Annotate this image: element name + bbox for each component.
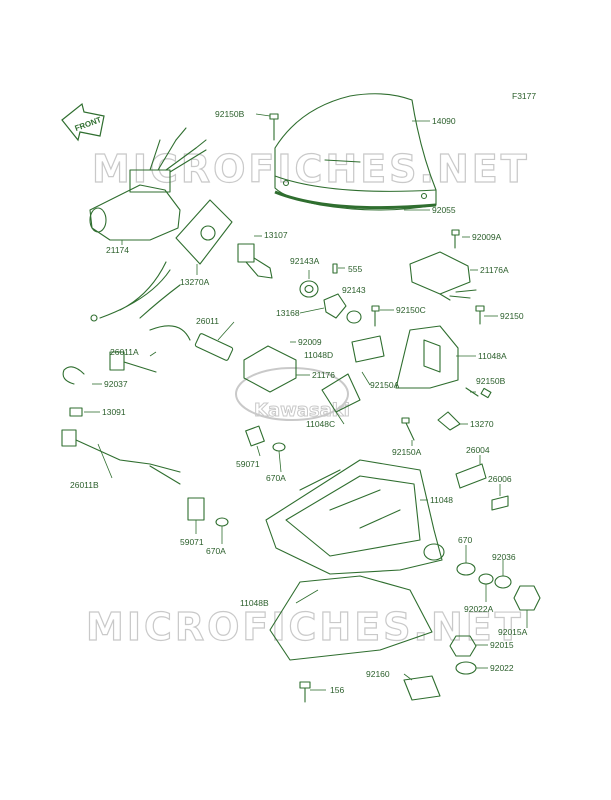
clip-13091 [69,407,83,417]
label-26006: 26006 [488,474,512,484]
bolt-92150a-low [401,417,415,441]
harness-26011b [61,429,181,485]
leader-lines [84,113,528,691]
label-59071-a: 59071 [236,459,260,469]
strap-92037 [62,366,85,385]
label-555: 555 [348,264,362,274]
label-92150c: 92150C [396,305,426,315]
oring-670a-b [215,517,229,527]
label-21176: 21176 [312,370,335,380]
label-26011: 26011 [196,316,219,326]
harness-26011a [109,351,157,373]
nut-92015a [513,585,541,611]
shaft-13107 [237,243,273,279]
sensor-59071-b [187,497,205,521]
label-92150a-low: 92150A [392,447,422,457]
bolt-92150b-right [465,387,492,399]
label-11048b: 11048B [240,598,269,608]
label-92022: 92022 [490,663,514,673]
bolt-156 [299,681,311,703]
label-11048d: 11048D [304,350,333,360]
label-92143: 92143 [342,285,366,295]
nut-92015 [449,635,477,657]
bracket-11048a [395,325,459,389]
label-26011b: 26011B [70,480,99,490]
watermark-top: MICROFICHES.NET [92,147,530,191]
oring-670a-a [272,442,286,452]
bracket-13168 [323,293,347,319]
bolt-92150 [475,305,485,325]
sensor-59071-a [245,425,265,447]
front-arrow-icon: FRONT [61,102,105,142]
bracket-11048a-block [423,339,441,373]
label-92143a: 92143A [290,256,320,266]
cover-part [274,93,437,211]
part-labels: 92150B 14090 92055 21174 13107 13270A 92… [70,109,528,695]
label-92150b-top: 92150B [215,109,245,119]
bracket-11048c [321,373,361,413]
motor-part [89,127,207,241]
sensor-26004 [455,463,487,489]
watermark-bottom: MICROFICHES.NET [86,605,524,649]
module-21176a [409,251,477,301]
label-92150b-right: 92150B [476,376,506,386]
label-13270a: 13270A [180,277,210,287]
label-13091: 13091 [102,407,126,417]
label-92009a: 92009A [472,232,502,242]
figure-id: F3177 [512,91,536,101]
bolt-92150b-top [269,113,279,141]
label-21176a: 21176A [480,265,509,275]
bushing-92143a [299,280,319,298]
label-11048c: 11048C [306,419,335,429]
label-14090: 14090 [432,116,456,126]
bolt-92150c [371,305,380,327]
label-26004: 26004 [466,445,490,455]
logo-text: Kawasaki [254,400,350,421]
harness-26011 [90,261,234,361]
label-13168: 13168 [276,308,300,318]
label-11048: 11048 [430,495,453,505]
bracket-11048d [351,335,385,363]
label-13270: 13270 [470,419,494,429]
label-670a-a: 670A [266,473,286,483]
bolt-92009a [451,229,460,249]
label-92009: 92009 [298,337,322,347]
plate-11048b [269,575,433,661]
label-92015a: 92015A [498,627,528,637]
label-21174: 21174 [106,245,129,255]
washer-92022a [478,573,494,585]
sensor-26006 [491,495,509,511]
washer-92143 [346,310,362,324]
kawasaki-logo: Kawasaki [235,367,350,422]
label-92015: 92015 [490,640,514,650]
label-59071-b: 59071 [180,537,204,547]
label-11048a: 11048A [478,351,507,361]
module-21176 [243,345,297,393]
washer-92022 [455,661,477,675]
label-26011a: 26011A [110,347,139,357]
strip-13270 [437,411,461,431]
label-13107: 13107 [264,230,288,240]
label-92150: 92150 [500,311,524,321]
case-11048 [265,459,445,575]
label-92037: 92037 [104,379,128,389]
washer-92036 [494,575,512,589]
label-92055: 92055 [432,205,456,215]
label-670: 670 [458,535,472,545]
damper-92160 [403,675,441,701]
plate-13270a [175,199,233,265]
label-92022a: 92022A [464,604,494,614]
label-670a-b: 670A [206,546,226,556]
label-92036: 92036 [492,552,516,562]
label-92160: 92160 [366,669,390,679]
label-92150a-mid: 92150A [370,380,400,390]
pin-555 [332,263,338,274]
oring-670 [456,562,476,576]
label-156: 156 [330,685,344,695]
